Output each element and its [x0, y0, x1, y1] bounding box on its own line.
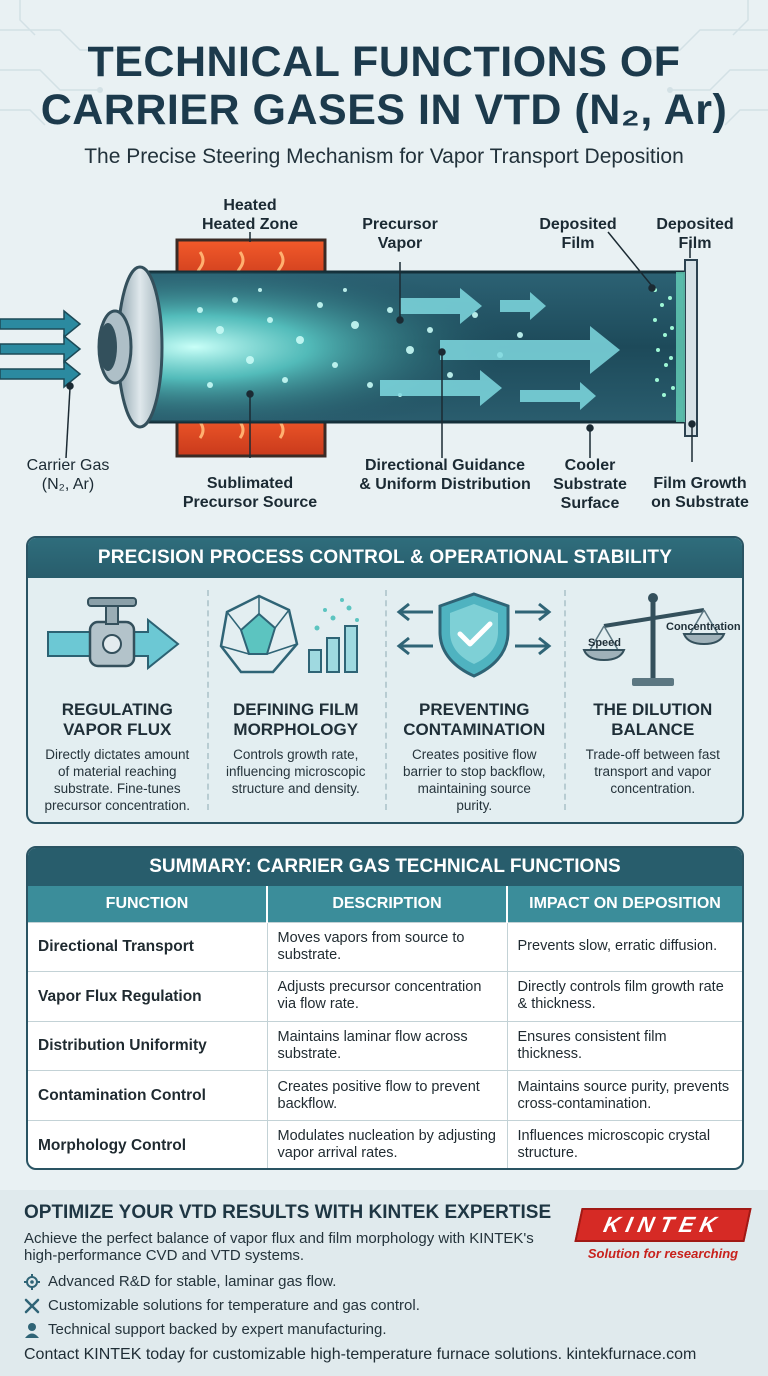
label-film-growth: Film Growth on Substrate	[651, 475, 749, 511]
substrate-plate	[684, 259, 698, 437]
description-cell: Maintains laminar flow across substrate.	[267, 1020, 508, 1071]
table-row: Vapor Flux Regulation Adjusts precursor …	[28, 971, 742, 1022]
card-title: REGULATING VAPOR FLUX	[61, 700, 173, 739]
shield-check-icon	[396, 592, 552, 678]
impact-cell: Directly controls film growth rate & thi…	[507, 971, 742, 1022]
title-line-2: CARRIER GASES IN VTD (N₂, Ar)	[40, 86, 728, 134]
impact-cell: Prevents slow, erratic diffusion.	[507, 921, 742, 972]
bullet-item: Technical support backed by expert manuf…	[24, 1321, 387, 1339]
label-precursor-vapor: Precursor Vapor	[362, 216, 438, 252]
logo-tagline: Solution for researching	[587, 1246, 739, 1261]
card-regulating-flux: REGULATING VAPOR FLUX Directly dictates …	[28, 578, 207, 822]
kintek-logo[interactable]: KINTEK Solution for researching	[574, 1208, 752, 1261]
function-cell: Directional Transport	[28, 921, 268, 972]
title-line-1: TECHNICAL FUNCTIONS OF	[87, 38, 681, 86]
label-directional-guidance: Directional Guidance & Uniform Distribut…	[359, 457, 531, 493]
function-cell: Contamination Control	[28, 1070, 268, 1121]
card-title: THE DILUTION BALANCE	[593, 700, 713, 739]
card-description: Directly dictates amount of material rea…	[44, 747, 191, 813]
card-title: DEFINING FILM MORPHOLOGY	[232, 700, 359, 739]
bullet-item: Advanced R&D for stable, laminar gas flo…	[24, 1273, 336, 1291]
bullet-item: Customizable solutions for temperature a…	[24, 1297, 420, 1315]
gear-icon	[24, 1274, 40, 1290]
table-row: Distribution Uniformity Maintains lamina…	[28, 1020, 742, 1071]
card-description: Trade-off between fast transport and vap…	[585, 747, 720, 796]
table-row: Directional Transport Moves vapors from …	[28, 921, 742, 972]
page-subtitle: The Precise Steering Mechanism for Vapor…	[84, 145, 684, 168]
label-sublimated-source: Sublimated Precursor Source	[182, 475, 318, 511]
column-header: DESCRIPTION	[267, 886, 508, 922]
label-cooler-substrate: Cooler Substrate Surface	[553, 457, 627, 512]
card-title: PREVENTING CONTAMINATION	[403, 700, 546, 739]
panel-title: PRECISION PROCESS CONTROL & OPERATIONAL …	[28, 538, 742, 578]
process-control-panel: PRECISION PROCESS CONTROL & OPERATIONAL …	[26, 536, 744, 824]
description-cell: Adjusts precursor concentration via flow…	[267, 971, 508, 1022]
scale-label-speed: Speed	[588, 637, 621, 649]
card-contamination: PREVENTING CONTAMINATION Creates positiv…	[385, 578, 564, 822]
scale-label-concentration: Concentration	[666, 621, 741, 633]
column-header: IMPACT ON DEPOSITION	[507, 886, 742, 922]
function-cell: Vapor Flux Regulation	[28, 971, 268, 1022]
vtd-diagram: Heated Heated Zone Precursor Vapor Depos…	[0, 190, 768, 520]
description-cell: Modulates nucleation by adjusting vapor …	[267, 1119, 508, 1168]
crystal-icon	[219, 594, 359, 674]
cta-title: OPTIMIZE YOUR VTD RESULTS WITH KINTEK EX…	[24, 1202, 552, 1223]
card-film-morphology: DEFINING FILM MORPHOLOGY Controls growth…	[206, 578, 386, 822]
column-header: FUNCTION	[28, 886, 268, 922]
contact-line[interactable]: Contact KINTEK today for customizable hi…	[24, 1346, 697, 1363]
summary-title: SUMMARY: CARRIER GAS TECHNICAL FUNCTIONS	[28, 848, 742, 886]
summary-table: FUNCTION DESCRIPTION IMPACT ON DEPOSITIO…	[28, 886, 742, 1168]
card-dilution-balance: Speed Concentration THE DILUTION BALANCE…	[563, 578, 743, 822]
card-description: Creates positive flow barrier to stop ba…	[402, 747, 546, 813]
label-deposited-film-a: Deposited Film	[539, 216, 617, 252]
tools-icon	[24, 1298, 40, 1314]
table-header-row: FUNCTION DESCRIPTION IMPACT ON DEPOSITIO…	[28, 886, 742, 922]
label-deposited-film-b: Deposited Film	[656, 216, 734, 252]
footer-cta: OPTIMIZE YOUR VTD RESULTS WITH KINTEK EX…	[0, 1190, 768, 1376]
impact-cell: Maintains source purity, prevents cross-…	[507, 1070, 742, 1121]
impact-cell: Influences microscopic crystal structure…	[507, 1119, 742, 1168]
logo-word: KINTEK	[601, 1212, 725, 1237]
summary-table-card: SUMMARY: CARRIER GAS TECHNICAL FUNCTIONS…	[26, 846, 744, 1170]
table-row: Contamination Control Creates positive f…	[28, 1070, 742, 1121]
description-cell: Creates positive flow to prevent backflo…	[267, 1070, 508, 1121]
vtd-tube-illustration	[0, 231, 698, 462]
label-carrier-gas: Carrier Gas (N₂, Ar)	[26, 457, 110, 493]
cta-text: Achieve the perfect balance of vapor flu…	[24, 1230, 534, 1264]
support-icon	[25, 1323, 39, 1338]
function-cell: Morphology Control	[28, 1119, 268, 1168]
table-row: Morphology Control Modulates nucleation …	[28, 1119, 742, 1168]
page-title: TECHNICAL FUNCTIONS OF CARRIER GASES IN …	[0, 38, 768, 134]
valve-icon	[47, 597, 180, 671]
impact-cell: Ensures consistent film thickness.	[507, 1020, 742, 1071]
label-heated-zone: Heated Heated Zone	[201, 197, 298, 233]
balance-scale-icon: Speed Concentration	[582, 593, 741, 686]
function-cell: Distribution Uniformity	[28, 1020, 268, 1071]
card-description: Controls growth rate, influencing micros…	[225, 747, 366, 796]
description-cell: Moves vapors from source to substrate.	[267, 921, 508, 972]
